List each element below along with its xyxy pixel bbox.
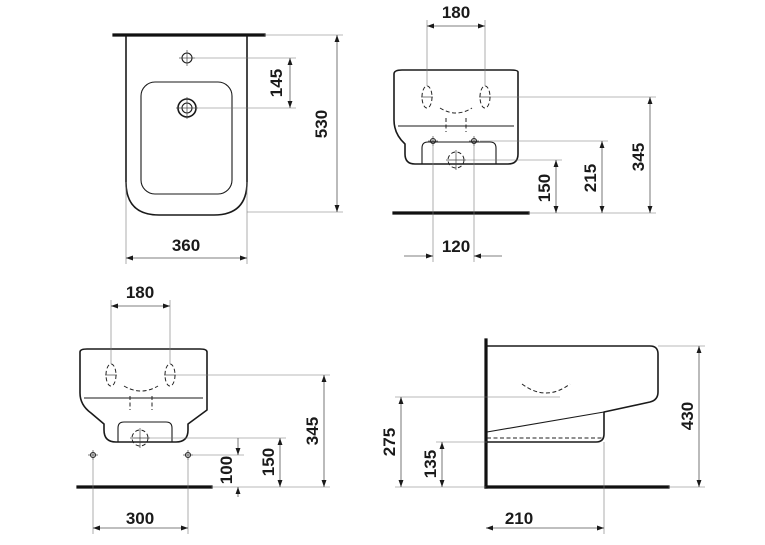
hidden-bowl-curve (521, 383, 571, 394)
drain-front-icon (446, 150, 466, 170)
bidet-side-outline (486, 345, 659, 443)
side-view (395, 338, 705, 534)
valve-hole-right-icon (479, 85, 491, 109)
front-view-lower (76, 300, 330, 534)
width-360-label: 360 (172, 236, 200, 255)
level-135-label: 135 (421, 450, 440, 478)
hidden-bowl-lines (439, 107, 473, 132)
bidet-front-outline (393, 69, 519, 165)
total-height-345-label: 345 (629, 143, 648, 171)
tap-hole-145-label: 145 (267, 69, 286, 97)
bolt-spacing-300-label: 300 (126, 509, 154, 528)
valve-hole-right-icon (164, 363, 176, 387)
height-430-label: 430 (678, 402, 697, 430)
bidet-front-outline-2 (79, 348, 208, 443)
top-view (112, 33, 343, 264)
valve-hole-left-icon (105, 363, 117, 387)
valve-hole-left-icon (421, 85, 433, 109)
bolt-right-icon (469, 136, 479, 146)
bolt-right-icon (183, 450, 193, 460)
hole-spacing-180-label-2: 180 (126, 283, 154, 302)
drain-height-215-label: 215 (581, 164, 600, 192)
inlet-height-150-label: 150 (535, 174, 554, 202)
drain-front-icon (130, 428, 150, 448)
tap-hole-icon (179, 50, 195, 66)
bolt-left-icon (428, 136, 438, 146)
drain-icon (176, 97, 198, 119)
hole-spacing-180-label: 180 (442, 3, 470, 22)
bidet-outline (125, 35, 248, 216)
hidden-bowl-lines (123, 385, 159, 410)
front-view-upper (392, 20, 656, 262)
bolt-spacing-120-label: 120 (442, 237, 470, 256)
bolt-height-100-label: 100 (217, 456, 236, 484)
level-275-label: 275 (380, 428, 399, 456)
bolt-left-icon (88, 450, 98, 460)
height-530-label: 530 (312, 110, 331, 138)
inlet-height-150-label-2: 150 (259, 448, 278, 476)
bowl-outline (140, 81, 233, 195)
total-height-345-label-2: 345 (303, 417, 322, 445)
depth-210-label: 210 (505, 509, 533, 528)
